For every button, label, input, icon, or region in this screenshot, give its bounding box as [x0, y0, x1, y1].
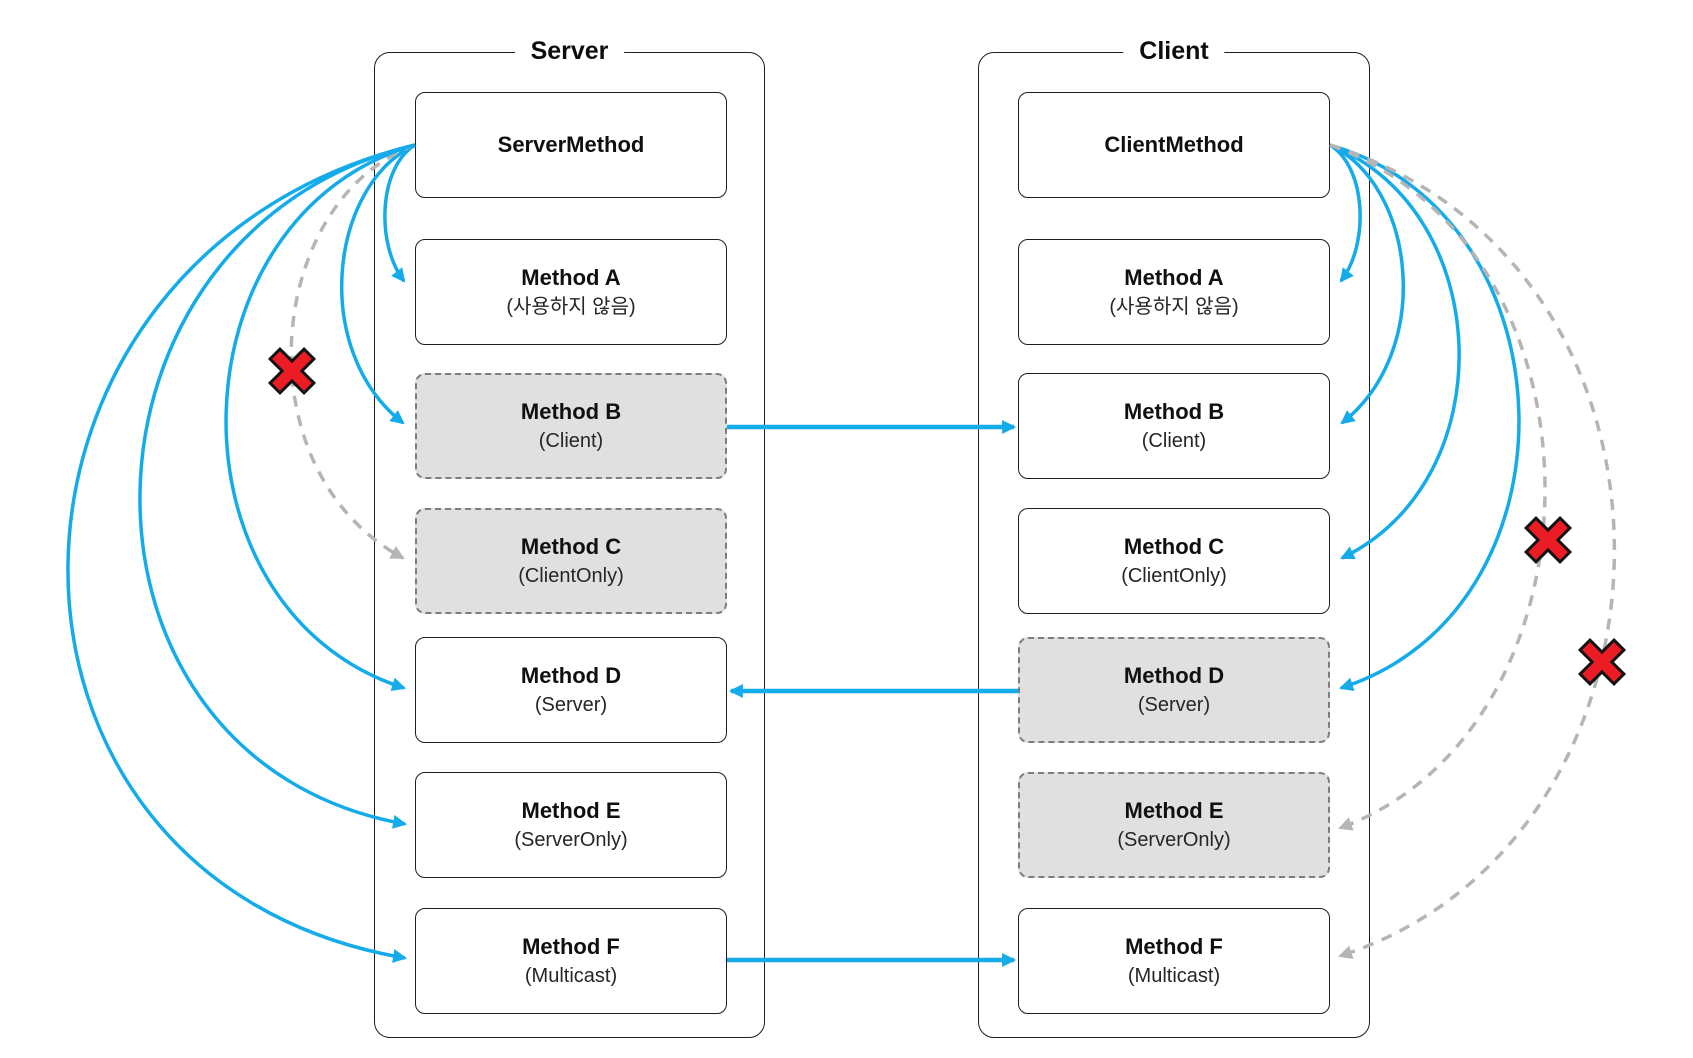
method-subtitle: (Server)	[1137, 694, 1211, 716]
arrow-servermethod-to-method-f	[66, 143, 416, 963]
arrow-clientmethod-to-method-f	[1329, 143, 1616, 959]
method-title: Method A	[1124, 265, 1224, 290]
client-method-a-box: Method A (사용하지 않음)	[1018, 239, 1330, 345]
method-subtitle: (ClientOnly)	[1121, 565, 1227, 587]
method-title: ClientMethod	[1104, 132, 1244, 157]
method-title: Method C	[1123, 534, 1225, 559]
client-method-c-box: Method C (ClientOnly)	[1018, 508, 1330, 614]
server-method-c-box: Method C (ClientOnly)	[415, 508, 727, 614]
client-method-f-box: Method F (Multicast)	[1018, 908, 1330, 1014]
client-method-b-box: Method B (Client)	[1018, 373, 1330, 479]
method-subtitle: (Client)	[538, 430, 604, 452]
method-subtitle: (Multicast)	[524, 965, 618, 987]
method-subtitle: (Server)	[534, 694, 608, 716]
server-method-b-box: Method B (Client)	[415, 373, 727, 479]
method-title: Method B	[1123, 399, 1225, 424]
method-subtitle: (ClientOnly)	[518, 565, 624, 587]
method-title: Method E	[521, 798, 621, 823]
method-title: Method B	[520, 399, 622, 424]
method-subtitle: (Multicast)	[1127, 965, 1221, 987]
method-subtitle: (ServerOnly)	[514, 829, 628, 851]
method-title: Method A	[521, 265, 621, 290]
method-title: Method D	[1123, 663, 1225, 688]
server-group-title: Server	[514, 37, 625, 67]
method-title: Method D	[520, 663, 622, 688]
blocked-x-icon	[267, 346, 317, 396]
server-method-e-box: Method E (ServerOnly)	[415, 772, 727, 878]
method-subtitle: (사용하지 않음)	[506, 296, 636, 318]
method-title: Method E	[1124, 798, 1224, 823]
method-title: ServerMethod	[497, 132, 645, 157]
method-subtitle: (사용하지 않음)	[1109, 296, 1239, 318]
client-method-d-box: Method D (Server)	[1018, 637, 1330, 743]
client-method-e-box: Method E (ServerOnly)	[1018, 772, 1330, 878]
blocked-x-icon	[1577, 637, 1627, 687]
method-title: Method F	[522, 934, 620, 959]
client-clientmethod-box: ClientMethod	[1018, 92, 1330, 198]
client-group-title: Client	[1123, 37, 1225, 67]
blocked-x-icon	[1523, 515, 1573, 565]
method-subtitle: (Client)	[1141, 430, 1207, 452]
method-subtitle: (ServerOnly)	[1117, 829, 1231, 851]
server-method-f-box: Method F (Multicast)	[415, 908, 727, 1014]
method-title: Method F	[1125, 934, 1223, 959]
method-title: Method C	[520, 534, 622, 559]
server-method-d-box: Method D (Server)	[415, 637, 727, 743]
server-method-a-box: Method A (사용하지 않음)	[415, 239, 727, 345]
server-servermethod-box: ServerMethod	[415, 92, 727, 198]
